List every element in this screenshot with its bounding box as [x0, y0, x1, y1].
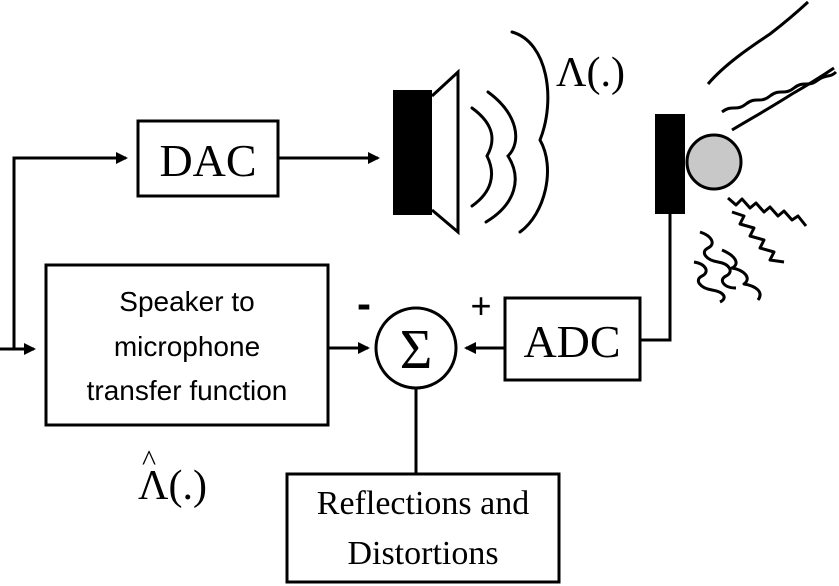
- lambda-hat-accent: ^: [142, 444, 156, 477]
- lambda-hat-base: Λ(.): [138, 463, 207, 509]
- transfer-function-block: Speaker to microphone transfer function: [44, 263, 330, 427]
- dac-label: DAC: [159, 135, 256, 186]
- lambda-hat-label: Λ(.) ^: [138, 444, 207, 509]
- microphone-icon: [655, 114, 743, 214]
- input-signal-lines: [0, 152, 128, 355]
- transfer-function-line-1: Speaker to: [119, 286, 254, 317]
- reflections-block: Reflections and Distortions: [285, 472, 561, 584]
- summing-junction: Σ: [374, 306, 458, 390]
- reflections-line-2: Distortions: [347, 535, 498, 572]
- dac-block: DAC: [136, 119, 280, 198]
- minus-sign: -: [357, 280, 371, 327]
- mic-to-adc-line: [640, 214, 672, 342]
- lambda-label: Λ(.): [556, 50, 625, 96]
- noise-squiggles-icon: [693, 0, 838, 304]
- sound-waves-icon: [470, 30, 550, 234]
- transfer-function-line-3: transfer function: [87, 375, 288, 406]
- plus-sign: +: [470, 285, 491, 326]
- reflections-line-1: Reflections and: [317, 485, 529, 522]
- adc-block: ADC: [503, 296, 642, 382]
- transfer-function-line-2: microphone: [114, 331, 260, 362]
- speaker-icon: [393, 68, 460, 236]
- adc-label: ADC: [523, 316, 620, 367]
- sum-symbol: Σ: [400, 319, 433, 381]
